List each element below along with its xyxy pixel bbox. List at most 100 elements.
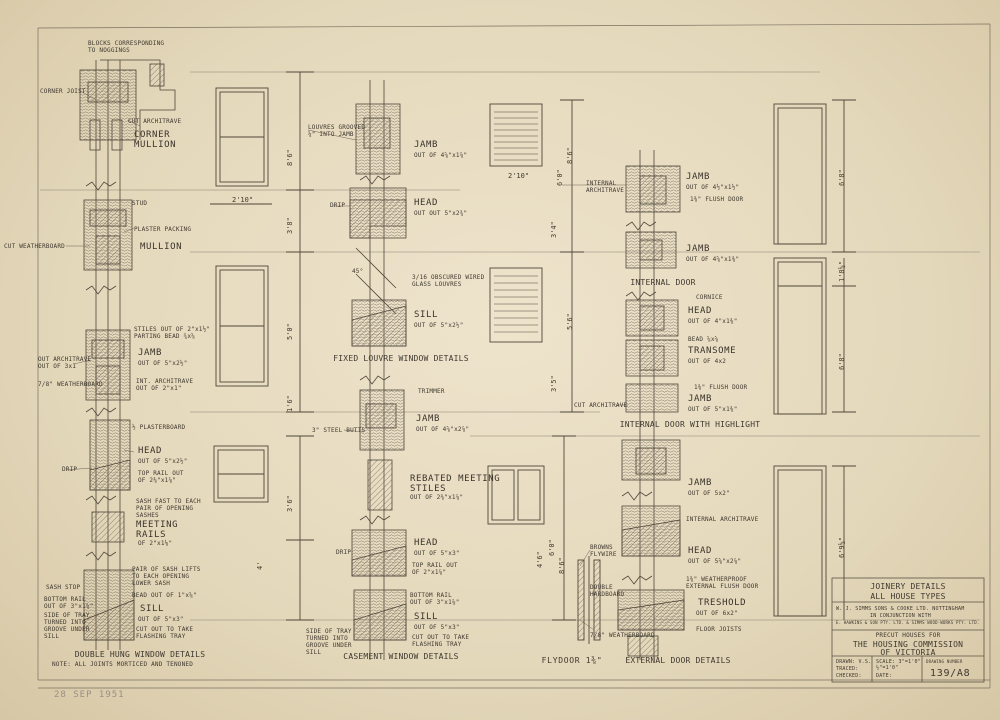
trimmer-label: TRIMMER — [418, 388, 445, 395]
internal-flush-door-2: 1⅜" FLUSH DOOR — [694, 384, 748, 391]
drawing-number: 139/A8 — [930, 668, 971, 679]
firm-name: W. J. SIMMS SONS & COOKE LTD. NOTTINGHAM — [836, 606, 965, 612]
double-hung-note: NOTE: ALL JOINTS MORTICED AND TENONED — [52, 661, 194, 668]
dim-e2-4-6: 4'6" — [536, 551, 544, 568]
double-hung-section — [79, 59, 176, 650]
dim-e3-1-8: 1'8½" — [838, 260, 846, 282]
louvres-groove-label: LOUVRES GROOVED ¼" INTO JAMB — [308, 124, 366, 138]
dim-e3-6-9: 6'9½" — [838, 536, 846, 558]
internal-cut-architrave: CUT ARCHITRAVE — [574, 402, 628, 409]
transome-heading: TRANSOME — [688, 346, 737, 356]
casement-cut-out-label: CUT OUT TO TAKE FLASHING TRAY — [412, 634, 470, 648]
louvre-sill-heading: SILL — [414, 310, 439, 320]
door-elevations — [773, 99, 856, 620]
partner-firm: E. HAWKINS & SON PTY. LTD. & SIMMS WOOD-… — [836, 620, 980, 625]
browns-flywire-label: BROWNS FLYWIRE — [590, 544, 617, 558]
external-head-heading: HEAD — [688, 546, 713, 556]
checked-by: CHECKED: — [836, 673, 862, 679]
internal-jamb3-size: OUT OF 5"x1⅜" — [688, 406, 738, 413]
meeting-rails-size: OF 2"x1⅛" — [138, 540, 173, 547]
drip-label: DRIP — [62, 466, 78, 473]
bead-label: BEAD OUT OF 1"x⅝" — [132, 592, 197, 599]
dim-3-8: 3'8" — [286, 217, 294, 234]
jamb-heading: JAMB — [138, 348, 163, 358]
dim-e3-6-8b: 6'8" — [838, 353, 846, 370]
cut-out-label: CUT OUT TO TAKE FLASHING TRAY — [136, 626, 194, 640]
internal-door-title: INTERNAL DOOR — [630, 278, 696, 287]
weatherboard-label: 7/8" WEATHERBOARD — [38, 381, 103, 388]
internal-flush-door: 1⅜" FLUSH DOOR — [690, 196, 744, 203]
rebated-size: OUT OF 2⅜"x1⅞" — [410, 494, 464, 501]
external-door-title: EXTERNAL DOOR DETAILS — [625, 656, 731, 665]
dim-4: 4' — [256, 561, 264, 570]
casement-head-heading: HEAD — [414, 538, 439, 548]
internal-jamb2-heading: JAMB — [686, 244, 711, 254]
side-tray-label: SIDE OF TRAY TURNED INTO GROOVE UNDER SI… — [44, 612, 90, 640]
head-size: OUT OF 5"x2½" — [138, 458, 188, 465]
cut-weatherboard-label: CUT WEATHERBOARD — [4, 243, 65, 250]
out-architrave-label: OUT ARCHITRAVE OUT OF 3x1 — [38, 356, 92, 370]
casement-head-size: OUT OF 5"x3" — [414, 550, 460, 557]
casement-sill-size: OUT OF 5"x3" — [414, 624, 460, 631]
external-jamb-heading: JAMB — [688, 478, 713, 488]
flydoor-title: FLYDOOR 1⅜" — [541, 656, 603, 665]
precut-houses: PRECUT HOUSES FOR — [875, 632, 941, 639]
casement-title: CASEMENT WINDOW DETAILS — [343, 652, 459, 661]
jamb-size: OUT OF 5"x2½" — [138, 360, 188, 367]
louvre-sill-size: OUT OF 5"x2½" — [414, 322, 464, 329]
title-block-frame — [831, 577, 985, 683]
obscured-glass-label: 3/16 OBSCURED WIRED GLASS LOUVRES — [412, 274, 485, 288]
internal-architrave-label: INTERNAL ARCHITRAVE — [586, 180, 625, 194]
internal-highlight-title: INTERNAL DOOR WITH HIGHLIGHT — [619, 420, 761, 429]
of-victoria: OF VICTORIA — [880, 648, 936, 657]
louvre-jamb-size: OUT OF 4⅝"x1⅞" — [414, 152, 468, 159]
dim-width-1: 2'10" — [232, 196, 254, 204]
dim-e2-3-5: 3'5" — [550, 375, 558, 392]
internal-jamb3-heading: JAMB — [688, 394, 713, 404]
louvre-drip-label: DRIP — [330, 202, 346, 209]
sill-size: OUT OF 5"x3" — [138, 616, 184, 623]
corner-mullion-heading: CORNER MULLION — [134, 130, 177, 150]
dim-3-6: 3'6" — [286, 495, 294, 512]
external-head-size: OUT OF 5⅝"x2⅞" — [688, 558, 742, 565]
casement-drip-label: DRIP — [336, 549, 352, 556]
casement-sill-heading: SILL — [414, 612, 439, 622]
louvre-casement-sections — [349, 80, 407, 660]
louvre-head-heading: HEAD — [414, 198, 439, 208]
sash-stop-label: SASH STOP — [46, 584, 81, 591]
meeting-rails-heading: MEETING RAILS — [136, 520, 179, 540]
joinery-details: JOINERY DETAILS — [870, 582, 946, 591]
external-jamb-size: OUT OF 5x2" — [688, 490, 730, 497]
dim-width-2: 2'10" — [508, 172, 530, 180]
treshold-heading: TRESHOLD — [698, 598, 747, 608]
dim-e3-6-8: 6'8" — [838, 169, 846, 186]
housing-commission: THE HOUSING COMMISSION — [852, 640, 964, 649]
corner-joist-label: CORNER JOIST — [40, 88, 86, 95]
dim-8-6: 8'6" — [286, 149, 294, 166]
casement-jamb-size: OUT OF 4⅝"x2⅞" — [416, 426, 470, 433]
louvre-jamb-heading: JAMB — [414, 140, 439, 150]
floor-joists-label: FLOOR JOISTS — [696, 626, 742, 633]
internal-jamb-heading: JAMB — [686, 172, 711, 182]
scale: SCALE: 3"=1'0" ½"=1'0" — [876, 659, 921, 671]
rebated-heading: REBATED MEETING STILES — [410, 474, 501, 494]
treshold-size: OUT OF 6x2" — [696, 610, 738, 617]
weatherproof-door-label: 1⅜" WEATHERPROOF EXTERNAL FLUSH DOOR — [686, 576, 759, 590]
cut-architrave-label: CUT ARCHITRAVE — [128, 118, 182, 125]
traced-by: TRACED: — [836, 666, 859, 672]
blocks-note: BLOCKS CORRESPONDING TO NOGGINGS — [88, 40, 165, 54]
dim-e2-8-6b: 8'6" — [558, 557, 566, 574]
sash-fast-label: SASH FAST TO EACH PAIR OF OPENING SASHES — [136, 498, 201, 519]
transome-size: OUT OF 4x2 — [688, 358, 727, 365]
top-rail-label: TOP RAIL OUT OF 2⅜"x1⅞" — [138, 470, 184, 484]
mullion-heading: MULLION — [140, 242, 183, 252]
drawn-by: DRAWN: V.S. — [836, 659, 872, 665]
stud-label: STUD — [132, 200, 148, 207]
bead-label-internal: BEAD ⅝x⅝ — [688, 336, 719, 343]
plaster-packing-label: PLASTER PACKING — [134, 226, 192, 233]
door-sections — [617, 150, 685, 660]
steel-butts-label: 3" STEEL BUTTS — [312, 427, 366, 434]
dim-e2-3-4: 3'4" — [550, 221, 558, 238]
